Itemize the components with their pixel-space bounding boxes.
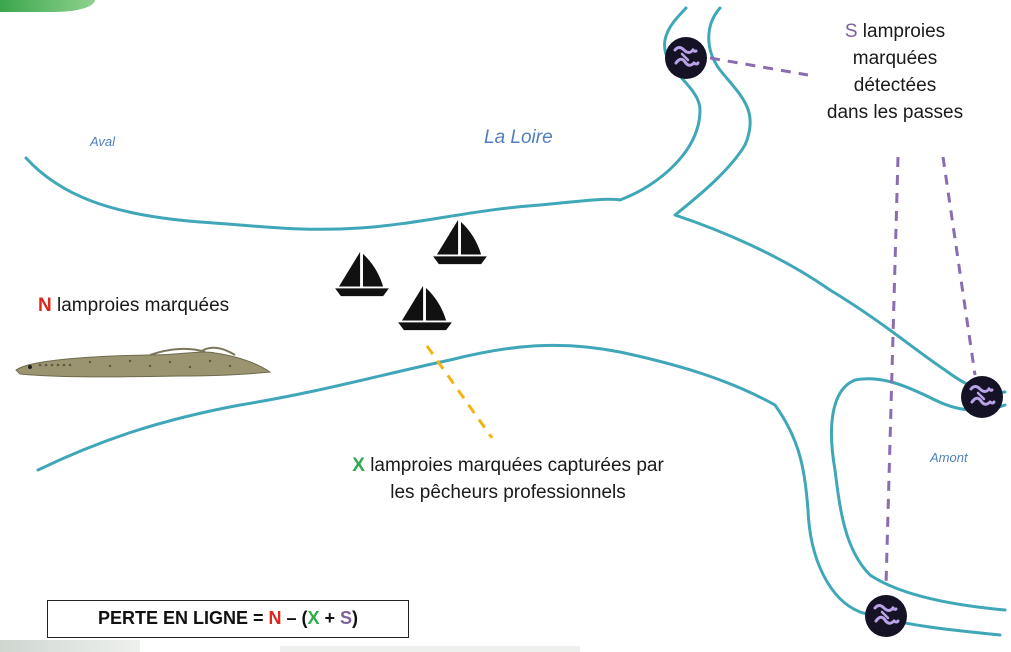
x-annotation: X lamproies marquées capturées par les p… bbox=[308, 452, 708, 506]
river-bank-lower bbox=[36, 343, 1002, 637]
formula-x: X bbox=[307, 608, 320, 628]
link-line-s-right bbox=[941, 156, 977, 376]
corner-decoration-bottom bbox=[0, 640, 140, 652]
formula-close: ) bbox=[352, 608, 359, 628]
link-line-s-top bbox=[709, 56, 809, 77]
label-amont: Amont bbox=[930, 450, 968, 465]
formula-plus: + bbox=[319, 608, 341, 628]
link-line-s-bottom bbox=[884, 156, 900, 586]
n-variable: N bbox=[38, 295, 52, 316]
sailboat-icon bbox=[398, 285, 452, 331]
river-bank-branch bbox=[830, 377, 1007, 612]
corner-decoration bbox=[0, 0, 95, 12]
n-annotation: N lamproies marquées bbox=[38, 292, 229, 319]
lamprey-image bbox=[15, 346, 272, 378]
n-text: lamproies marquées bbox=[57, 295, 230, 316]
formula-dash: – ( bbox=[281, 608, 308, 628]
sailboat-icon bbox=[433, 219, 487, 265]
x-text-line2: les pêcheurs professionnels bbox=[390, 482, 626, 503]
link-lines bbox=[425, 56, 977, 586]
x-variable: X bbox=[352, 455, 365, 476]
river-bank-tributary bbox=[673, 6, 1007, 395]
link-line-x bbox=[425, 345, 494, 439]
label-aval: Aval bbox=[90, 134, 116, 149]
formula-box: PERTE EN LIGNE = N – (X + S) bbox=[47, 600, 409, 638]
s-text-line2: marquées bbox=[852, 48, 938, 69]
x-text-line1: lamproies marquées capturées par bbox=[370, 455, 664, 476]
s-annotation: S lamproies marquées détectées dans les … bbox=[800, 18, 990, 126]
detector-icon bbox=[664, 36, 708, 80]
river-bank-upper bbox=[24, 6, 702, 231]
s-text-line4: dans les passes bbox=[826, 102, 964, 123]
sailboat-icon bbox=[335, 251, 389, 297]
s-text-line1: lamproies bbox=[862, 21, 946, 42]
bottom-decoration bbox=[280, 646, 580, 652]
formula-s: S bbox=[340, 608, 353, 628]
label-la-loire: La Loire bbox=[484, 127, 553, 148]
formula-n: N bbox=[268, 608, 282, 628]
s-variable: S bbox=[844, 21, 858, 42]
formula-prefix: PERTE EN LIGNE = bbox=[97, 608, 269, 628]
s-text-line3: détectées bbox=[853, 75, 937, 96]
detector-icon bbox=[960, 375, 1004, 419]
detector-icon bbox=[864, 594, 908, 638]
